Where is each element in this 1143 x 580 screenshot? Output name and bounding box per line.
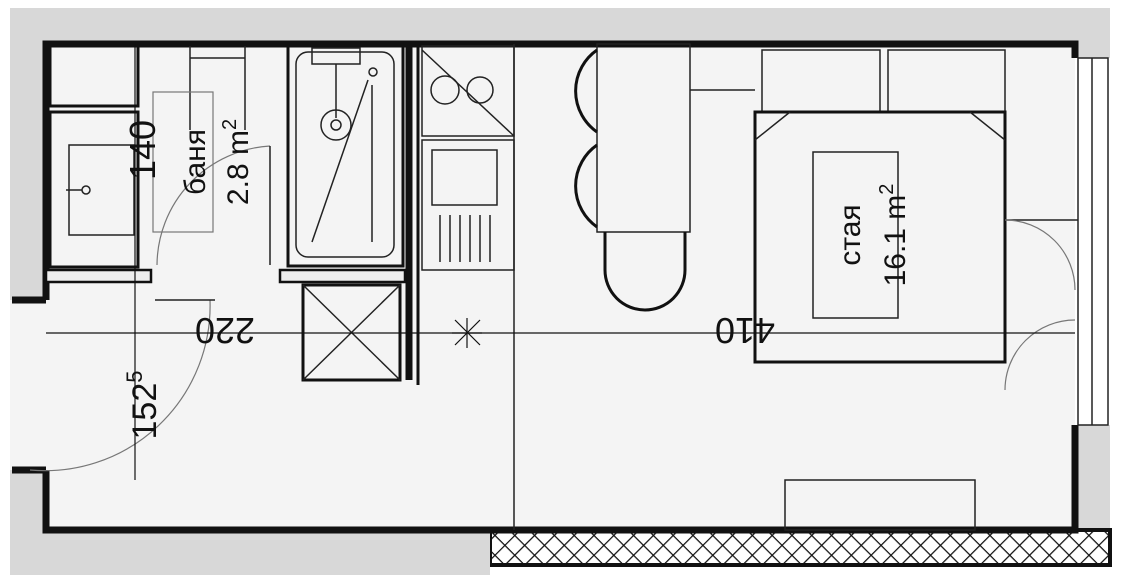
walls (12, 40, 1079, 534)
radiator (784, 479, 976, 531)
hatched-wall (488, 528, 1112, 567)
entry-width-dimension: 1525 (122, 371, 164, 440)
hall-length-dimension: 220 (195, 310, 255, 351)
entry-floor (10, 300, 46, 470)
room-name: стая (834, 204, 867, 265)
dimension-lines (46, 44, 1075, 480)
bed (753, 49, 1007, 364)
room-area: 16.1 m2 (876, 184, 912, 287)
bathroom-name: баня (179, 129, 212, 195)
window (1004, 57, 1109, 426)
kitchen (421, 44, 515, 530)
bathroom-area: 2.8 m2 (219, 119, 255, 205)
room-length-dimension: 410 (715, 310, 775, 351)
bath-width-dimension: 140 (122, 120, 163, 180)
dining-set (574, 43, 755, 312)
floor (46, 44, 1075, 530)
entry-door-swing (29, 299, 211, 472)
exterior-walls (10, 8, 1110, 575)
bathroom-fixtures (48, 44, 405, 382)
